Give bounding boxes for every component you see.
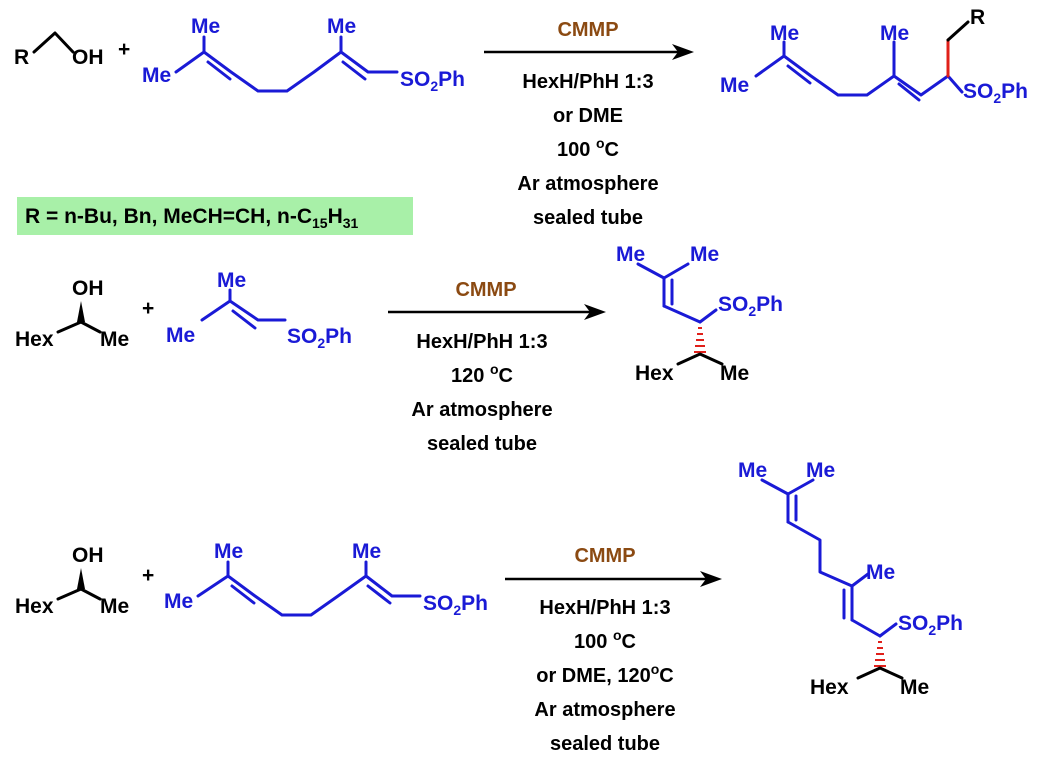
me-label: Me — [690, 243, 719, 266]
so2ph-label: SO2Ph — [963, 80, 1028, 106]
hash-bond — [874, 641, 886, 667]
so2ph-label: SO2Ph — [423, 592, 488, 618]
wedge-bond — [77, 301, 85, 322]
condition-text: or DME — [553, 105, 623, 127]
condition-text: HexH/PhH 1:3 — [416, 331, 547, 353]
condition-text: sealed tube — [533, 207, 643, 229]
condition-text: HexH/PhH 1:3 — [522, 71, 653, 93]
oh-label: OH — [72, 277, 104, 300]
me-label: Me — [191, 15, 220, 38]
me-label: Me — [880, 22, 909, 45]
reagent-label: CMMP — [455, 279, 516, 301]
alcohol-1: R OH — [14, 31, 104, 69]
product-3: Me Me Me SO2Ph Hex Me — [738, 459, 963, 699]
me-label: Me — [770, 22, 799, 45]
arrow-head — [700, 571, 722, 587]
me-label: Me — [900, 676, 929, 699]
hex-label: Hex — [635, 362, 674, 385]
so2ph-label: SO2Ph — [718, 293, 783, 319]
plus-sign: + — [142, 564, 154, 587]
reagent-label: CMMP — [574, 545, 635, 567]
me-label: Me — [214, 540, 243, 563]
condition-text: sealed tube — [427, 433, 537, 455]
me-label: Me — [166, 324, 195, 347]
reaction-3: OH Hex Me + Me Me Me SO2Ph CMMP HexH/PhH… — [15, 459, 963, 755]
hash-bond — [694, 327, 706, 353]
so2ph-label: SO2Ph — [287, 325, 352, 351]
me-label: Me — [100, 328, 129, 351]
me-label: Me — [720, 74, 749, 97]
condition-text: 100 oC — [557, 135, 619, 161]
geranyl-sulfone-1: Me Me Me SO2Ph — [142, 15, 465, 94]
condition-text: 120 oC — [451, 361, 513, 387]
me-label: Me — [142, 64, 171, 87]
condition-text: Ar atmosphere — [534, 699, 675, 721]
product-1: R Me Me Me SO2Ph — [720, 6, 1028, 106]
reaction-2: OH Hex Me + Me Me SO2Ph CMMP HexH/PhH 1:… — [15, 243, 783, 455]
me-label: Me — [866, 561, 895, 584]
me-label: Me — [738, 459, 767, 482]
hex-label: Hex — [810, 676, 849, 699]
r-definition-box — [17, 197, 413, 235]
prenyl-sulfone: Me Me SO2Ph — [166, 269, 352, 351]
reagent-label: CMMP — [557, 19, 618, 41]
me-label: Me — [616, 243, 645, 266]
arrow-head — [584, 304, 606, 320]
wedge-bond — [77, 568, 85, 589]
me-label: Me — [352, 540, 381, 563]
me-label: Me — [720, 362, 749, 385]
oh-label: OH — [72, 46, 104, 69]
r-definition: R = n-Bu, Bn, MeCH=CH, n-C15H31 — [25, 205, 359, 231]
me-label: Me — [217, 269, 246, 292]
condition-text: Ar atmosphere — [517, 173, 658, 195]
condition-text: sealed tube — [550, 733, 660, 755]
r-label: R — [14, 46, 29, 69]
hex-label: Hex — [15, 328, 54, 351]
product-2: Me Me SO2Ph Hex Me — [616, 243, 783, 385]
plus-sign: + — [142, 297, 154, 320]
alcohol-3: OH Hex Me — [15, 544, 129, 618]
r-label: R — [970, 6, 985, 29]
geranyl-sulfone-3: Me Me Me SO2Ph — [164, 540, 488, 618]
condition-text: HexH/PhH 1:3 — [539, 597, 670, 619]
so2ph-label: SO2Ph — [898, 612, 963, 638]
alcohol-bond — [32, 31, 75, 54]
me-label: Me — [164, 590, 193, 613]
condition-text: 100 oC — [574, 627, 636, 653]
me-label: Me — [327, 15, 356, 38]
plus-sign: + — [118, 38, 130, 61]
condition-text: Ar atmosphere — [411, 399, 552, 421]
reaction-1: R OH + Me Me Me SO2Ph CMMP HexH/PhH 1:3 … — [14, 6, 1028, 235]
me-label: Me — [100, 595, 129, 618]
oh-label: OH — [72, 544, 104, 567]
so2ph-label: SO2Ph — [400, 68, 465, 94]
me-label: Me — [806, 459, 835, 482]
alcohol-2: OH Hex Me — [15, 277, 129, 351]
arrow-head — [672, 44, 694, 60]
hex-label: Hex — [15, 595, 54, 618]
condition-text: or DME, 120oC — [536, 661, 674, 687]
